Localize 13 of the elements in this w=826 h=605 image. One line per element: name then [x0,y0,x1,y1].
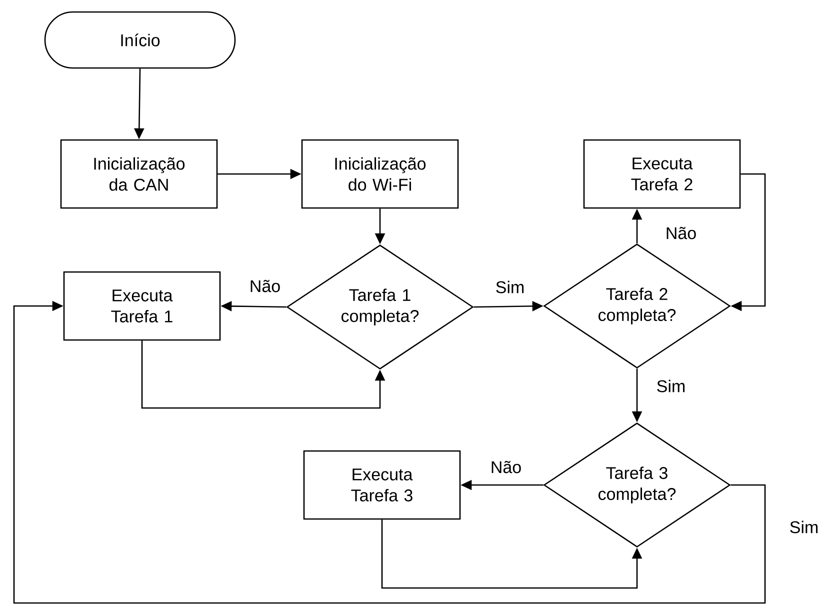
edge-label: Sim [655,378,687,394]
process-box: Executa Tarefa 1 [63,271,221,341]
process-box: Inicialização da CAN [60,139,218,209]
edge-label: Não [664,226,698,240]
edge-label: Não [489,460,523,474]
process-box: Executa Tarefa 3 [303,450,461,520]
arrow [13,300,766,604]
process-box: Executa Tarefa 2 [583,139,741,209]
edge-label: Sim [494,280,526,294]
edge-label: Não [248,278,282,294]
start-terminal: Início [44,11,236,69]
process-box: Inicialização do Wi-Fi [301,139,459,209]
edge-label: Sim [788,520,820,534]
